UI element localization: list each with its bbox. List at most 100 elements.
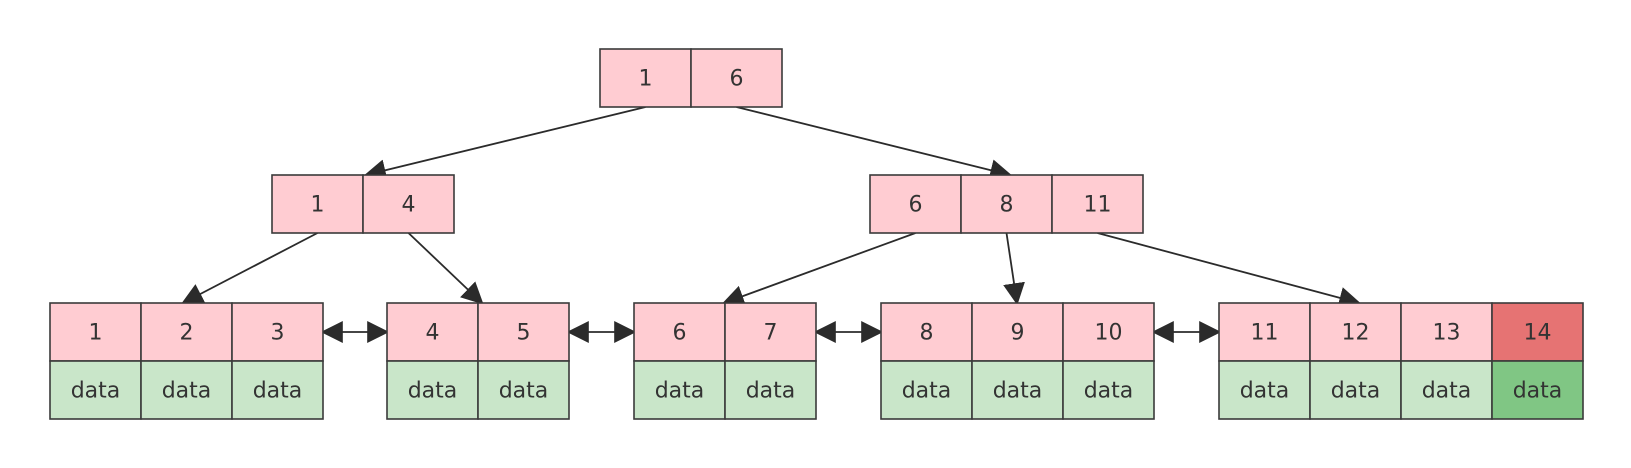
leaf-data: data <box>1062 360 1155 420</box>
leaf-key-label: 7 <box>764 321 778 346</box>
leaf-key: 12 <box>1309 302 1402 362</box>
tree-edge <box>181 232 318 305</box>
leaf-node: 1 data 2 data 3 data <box>49 302 324 420</box>
leaf-key-label: 9 <box>1011 321 1025 346</box>
leaf-data-label: data <box>1422 379 1472 404</box>
leaf-data-box <box>633 360 726 420</box>
internal-node-key: 6 <box>869 174 962 234</box>
internal-node-key-box <box>869 174 962 234</box>
edges-layer <box>181 106 1362 343</box>
internal-node-key-label: 8 <box>1000 193 1014 218</box>
leaf-data: data <box>1218 360 1311 420</box>
root-node-key: 6 <box>690 48 783 108</box>
leaf-key-box <box>140 302 233 362</box>
tree-edge <box>736 106 1013 181</box>
leaf-data-box <box>477 360 570 420</box>
leaf-data: data <box>1491 360 1584 420</box>
internal-node-key-box <box>1051 174 1144 234</box>
leaf-data-label: data <box>408 379 458 404</box>
tree-edge <box>1097 232 1362 309</box>
leaf-key: 11 <box>1218 302 1311 362</box>
leaf-key-label: 2 <box>180 321 194 346</box>
leaf-data-box <box>140 360 233 420</box>
internal-node-key: 4 <box>362 174 455 234</box>
leaf-data: data <box>724 360 817 420</box>
leaf-data-box <box>1062 360 1155 420</box>
leaf-key-box <box>386 302 479 362</box>
leaf-data: data <box>1400 360 1493 420</box>
leaf-node: 11 data 12 data 13 data 14 data <box>1218 302 1584 420</box>
internal-node-key-label: 4 <box>402 193 416 218</box>
leaf-key-label: 10 <box>1095 321 1123 346</box>
internal-node-key: 11 <box>1051 174 1144 234</box>
internal-node-key: 1 <box>271 174 364 234</box>
leaf-data-box <box>1218 360 1311 420</box>
leaf-data-label: data <box>71 379 121 404</box>
leaf-data: data <box>49 360 142 420</box>
leaf-key-label: 5 <box>517 321 531 346</box>
leaf-data-box <box>1309 360 1402 420</box>
root-node-key-label: 6 <box>730 67 744 92</box>
leaf-data-label: data <box>162 379 212 404</box>
internal-node-key-label: 11 <box>1084 193 1112 218</box>
root-node-key-box <box>690 48 783 108</box>
tree-edge <box>363 106 646 182</box>
leaf-key: 3 <box>231 302 324 362</box>
tree-edge <box>407 232 484 305</box>
leaf-data-label: data <box>253 379 303 404</box>
leaf-data-box <box>231 360 324 420</box>
leaf-data: data <box>633 360 726 420</box>
internal-node-key-box <box>960 174 1053 234</box>
leaf-key: 6 <box>633 302 726 362</box>
leaf-key: 10 <box>1062 302 1155 362</box>
leaf-data-box <box>880 360 973 420</box>
leaf-key: 4 <box>386 302 479 362</box>
internal-node-key-box <box>362 174 455 234</box>
leaf-key: 5 <box>477 302 570 362</box>
leaf-key-label: 13 <box>1433 321 1461 346</box>
leaf-key-box <box>880 302 973 362</box>
root-node-key-label: 1 <box>639 67 653 92</box>
leaf-data: data <box>971 360 1064 420</box>
leaf-data: data <box>386 360 479 420</box>
leaf-data-label: data <box>746 379 796 404</box>
leaf-data-label: data <box>902 379 952 404</box>
leaf-data-label: data <box>1513 379 1563 404</box>
leaf-data: data <box>1309 360 1402 420</box>
leaf-key: 2 <box>140 302 233 362</box>
leaf-data-label: data <box>499 379 549 404</box>
leaf-data-label: data <box>1331 379 1381 404</box>
root-node-key: 1 <box>599 48 692 108</box>
leaf-node: 4 data 5 data <box>386 302 570 420</box>
leaf-data: data <box>140 360 233 420</box>
root-node-key-box <box>599 48 692 108</box>
leaf-key-box <box>724 302 817 362</box>
leaf-data-box <box>971 360 1064 420</box>
leaf-data: data <box>880 360 973 420</box>
internal-node-key: 8 <box>960 174 1053 234</box>
leaf-data-label: data <box>655 379 705 404</box>
tree-edge <box>721 232 916 307</box>
leaf-key: 14 <box>1491 302 1584 362</box>
leaf-data-label: data <box>1084 379 1134 404</box>
leaf-key-box <box>231 302 324 362</box>
leaf-key: 8 <box>880 302 973 362</box>
leaf-key-label: 14 <box>1524 321 1552 346</box>
leaf-key: 13 <box>1400 302 1493 362</box>
leaf-data-box <box>386 360 479 420</box>
leaf-key-label: 4 <box>426 321 440 346</box>
leaf-data: data <box>231 360 324 420</box>
leaf-key-label: 8 <box>920 321 934 346</box>
leaf-key: 1 <box>49 302 142 362</box>
leaf-data-label: data <box>993 379 1043 404</box>
tree-edge <box>1003 232 1025 306</box>
leaf-data-box <box>49 360 142 420</box>
internal-node: 6 8 11 <box>869 174 1144 234</box>
leaf-data: data <box>477 360 570 420</box>
leaf-data-box <box>1400 360 1493 420</box>
leaf-data-label: data <box>1240 379 1290 404</box>
leaf-key-label: 1 <box>89 321 103 346</box>
